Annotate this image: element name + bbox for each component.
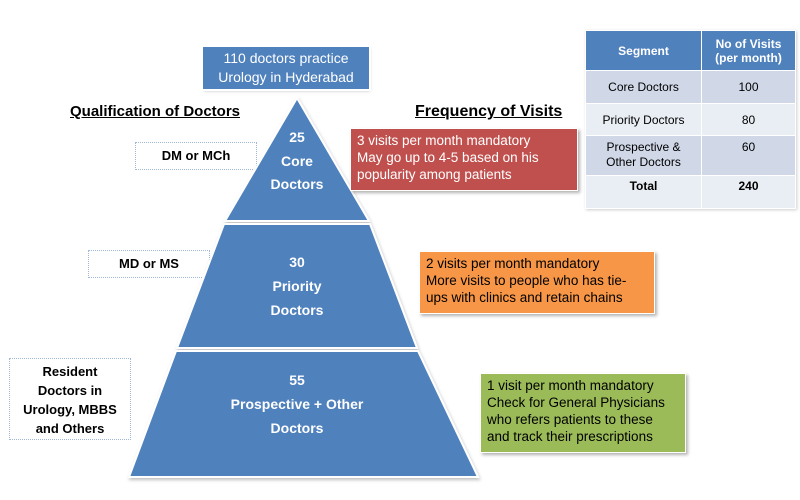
table-header-visits: No of Visits (per month) [701, 30, 796, 71]
segment-table-wrap: Segment No of Visits (per month) Core Do… [585, 30, 796, 209]
frequency-box-core: 3 visits per month mandatory May go up t… [350, 128, 578, 191]
table-header-visits-line: No of Visits [715, 36, 782, 51]
frequency-line: ups with clinics and retain chains [426, 290, 623, 305]
tier-count: 30 [289, 254, 305, 270]
tier-label: Doctors [271, 420, 324, 436]
qualification-box-resident: Resident Doctors in Urology, MBBS and Ot… [9, 358, 131, 440]
table-cell-visits: 80 [701, 103, 796, 136]
qualification-line: and Others [35, 421, 105, 436]
table-header-row: Segment No of Visits (per month) [585, 30, 796, 71]
tier-label: Prospective + Other [231, 396, 364, 412]
pyramid-tier-core [223, 96, 371, 222]
table-cell-segment: Prospective & Other Doctors [585, 135, 702, 176]
table-cell-segment: Core Doctors [585, 70, 702, 104]
qualification-box-md-ms: MD or MS [88, 250, 210, 278]
tier-count: 25 [289, 129, 305, 145]
frequency-line: 3 visits per month mandatory [357, 133, 531, 148]
tier-label: Priority [272, 278, 321, 294]
frequency-box-priority: 2 visits per month mandatory More visits… [419, 251, 655, 314]
summary-box: 110 doctors practice Urology in Hyderaba… [201, 45, 371, 91]
tier-label: Doctors [271, 176, 324, 192]
table-cell-segment-line: Other Doctors [606, 155, 681, 169]
qualification-line: Resident [42, 364, 98, 379]
frequency-line: who refers patients to these [487, 412, 653, 427]
table-cell-total-label: Total [585, 175, 702, 209]
tier-label: Doctors [271, 302, 324, 318]
segment-table: Segment No of Visits (per month) Core Do… [585, 30, 796, 209]
frequency-line: Check for General Physicians [487, 395, 665, 410]
table-cell-segment-line: Prospective & [606, 140, 681, 154]
table-row: Prospective & Other Doctors 60 [585, 135, 796, 176]
table-row: Priority Doctors 80 [585, 103, 796, 136]
qualification-label: DM or MCh [161, 148, 231, 163]
table-cell-total-visits: 240 [701, 175, 796, 209]
qualification-heading: Qualification of Doctors [70, 103, 241, 120]
table-header-segment: Segment [585, 30, 702, 71]
frequency-line: More visits to people who has tie- [426, 273, 627, 288]
qualification-line: Doctors in [37, 383, 103, 398]
summary-line-2: Urology in Hyderabad [218, 69, 354, 85]
summary-line-1: 110 doctors practice [223, 50, 349, 66]
frequency-line: May go up to 4-5 based on his [357, 150, 539, 165]
tier-label: Core [281, 153, 313, 169]
qualification-label: MD or MS [119, 256, 179, 271]
frequency-line: 2 visits per month mandatory [426, 256, 600, 271]
frequency-line: and track their prescriptions [487, 429, 653, 444]
frequency-heading: Frequency of Visits [415, 103, 563, 120]
table-cell-visits: 60 [701, 135, 796, 176]
qualification-line: Urology, MBBS [23, 402, 117, 417]
pyramid-tier-prospective [127, 350, 480, 478]
table-total-row: Total 240 [585, 175, 796, 209]
pyramid-tier-priority [175, 223, 419, 349]
tier-count: 55 [289, 372, 305, 388]
frequency-line: 1 visit per month mandatory [487, 378, 654, 393]
qualification-box-dm-mch: DM or MCh [135, 142, 257, 170]
frequency-line: popularity among patients [357, 167, 512, 182]
table-row: Core Doctors 100 [585, 70, 796, 104]
table-cell-segment: Priority Doctors [585, 103, 702, 136]
frequency-box-prospective: 1 visit per month mandatory Check for Ge… [480, 373, 686, 453]
table-cell-visits: 100 [701, 70, 796, 104]
table-header-visits-line: (per month) [715, 50, 782, 65]
